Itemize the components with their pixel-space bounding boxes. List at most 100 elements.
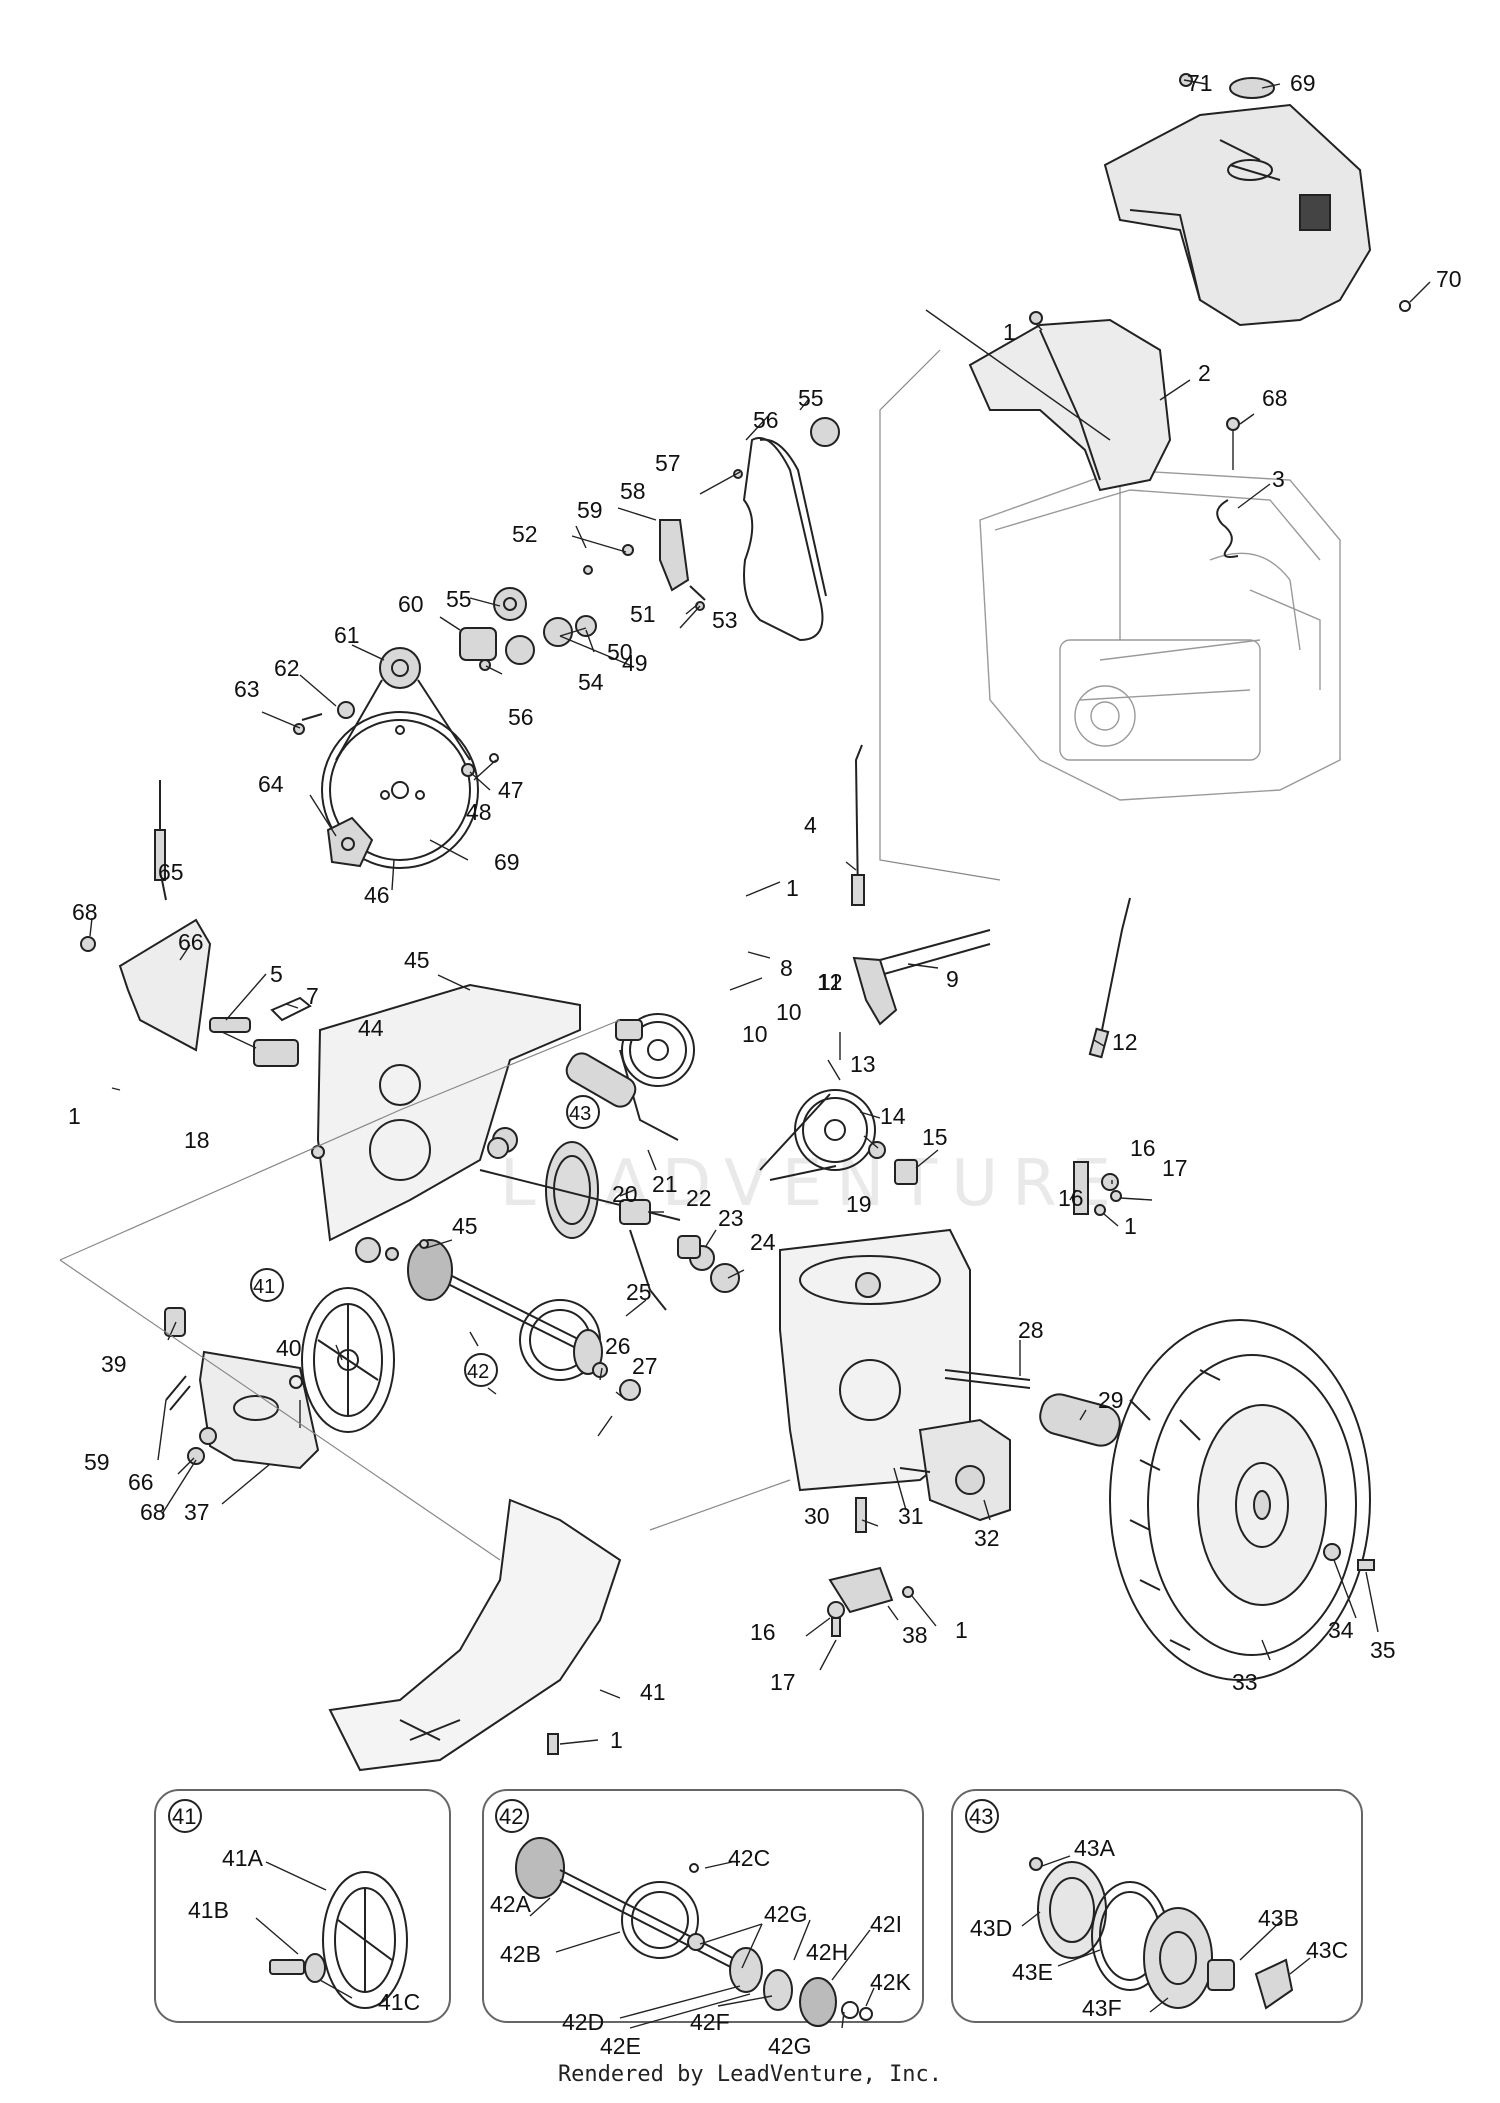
callout: 55 [446, 586, 472, 612]
callout: 68 [140, 1499, 166, 1525]
callout: 5 [270, 961, 283, 987]
callout: 30 [804, 1503, 830, 1529]
callout: 17 [1162, 1155, 1188, 1181]
callout: 10 [742, 1021, 768, 1047]
callout: 63 [234, 676, 260, 702]
inset-callout: 43B [1258, 1905, 1299, 1931]
callout: 16 [1058, 1185, 1084, 1211]
callout: 52 [512, 521, 538, 547]
left-control-bracket [80, 918, 312, 1067]
callout: 49 [622, 650, 648, 676]
inset-callout: 42K [870, 1969, 912, 1995]
main-callouts: 71 69 70 1 2 68 3 55 56 57 58 59 52 55 5… [68, 70, 1462, 1753]
callout: 60 [398, 591, 424, 617]
callout: 26 [605, 1333, 631, 1359]
inset-callout: 42F [690, 2009, 730, 2035]
badge-42: 42 [467, 1361, 489, 1383]
inset-callout: 41C [378, 1989, 420, 2015]
inset-41-badge: 41 [172, 1804, 196, 1829]
callout: 1 [68, 1103, 81, 1129]
inset-callout: 42G [768, 2033, 811, 2059]
callout: 71 [1187, 70, 1213, 96]
callout: 25 [626, 1279, 652, 1305]
badge-43: 43 [569, 1103, 591, 1125]
callout: 21 [652, 1171, 678, 1197]
inset-43-badge: 43 [969, 1804, 993, 1829]
callout: 20 [612, 1181, 638, 1207]
upper-bracket-15 [1073, 1161, 1122, 1216]
callout: 65 [158, 859, 184, 885]
callout: 10 [776, 999, 802, 1025]
callout: 12 [1112, 1029, 1138, 1055]
callout: 12 [817, 969, 843, 995]
tire-33 [1109, 1319, 1375, 1681]
callout: 29 [1098, 1387, 1124, 1413]
callout: 1 [610, 1727, 623, 1753]
main-badges: 41 42 43 [250, 1095, 600, 1387]
inset-callout: 42H [806, 1939, 848, 1965]
callout: 69 [494, 849, 520, 875]
idler-assembly [459, 417, 840, 671]
inset-callout: 42E [600, 2033, 641, 2059]
callout: 56 [508, 704, 534, 730]
inset-callout: 43C [1306, 1937, 1348, 1963]
sprocket-20 [615, 1013, 695, 1141]
belt [742, 437, 824, 642]
callout: 62 [274, 655, 300, 681]
engine-assembly [979, 440, 1341, 801]
callout: 19 [846, 1191, 872, 1217]
lower-bracket-37 [827, 1566, 914, 1637]
callout: 48 [466, 799, 492, 825]
callout: 37 [184, 1499, 210, 1525]
callout: 54 [578, 669, 604, 695]
callout: 22 [686, 1185, 712, 1211]
callout: 16 [750, 1619, 776, 1645]
callout: 69 [1290, 70, 1316, 96]
callout: 1 [955, 1617, 968, 1643]
inset-callout: 42G [764, 1901, 807, 1927]
callout: 7 [306, 983, 319, 1009]
callout: 16 [1130, 1135, 1156, 1161]
badge-41: 41 [253, 1276, 275, 1298]
inset-callout: 42B [500, 1941, 541, 1967]
callout: 8 [780, 955, 793, 981]
inset-callout: 41A [222, 1845, 264, 1871]
callout: 28 [1018, 1317, 1044, 1343]
inset-callout: 43A [1074, 1835, 1116, 1861]
inset-callout: 41B [188, 1897, 229, 1923]
callout: 66 [178, 929, 204, 955]
callout: 59 [84, 1449, 110, 1475]
callout: 56 [753, 407, 779, 433]
callout: 61 [334, 622, 360, 648]
callout: 44 [358, 1015, 384, 1041]
callout: 53 [712, 607, 738, 633]
callout: 1 [1124, 1213, 1137, 1239]
callout: 68 [72, 899, 98, 925]
callout: 45 [404, 947, 430, 973]
callout: 51 [630, 601, 656, 627]
inset-callout: 43F [1082, 1995, 1122, 2021]
callout: 64 [258, 771, 284, 797]
chute-base [328, 1498, 622, 1772]
callout: 23 [718, 1205, 744, 1231]
skid-bracket-36 [164, 1307, 320, 1470]
inset-callout: 42A [490, 1891, 532, 1917]
callout: 18 [184, 1127, 210, 1153]
inset-42-badge: 42 [499, 1804, 523, 1829]
callout: 9 [946, 966, 959, 992]
callout: 13 [850, 1051, 876, 1077]
callout: 4 [804, 812, 817, 838]
callout: 2 [1198, 360, 1211, 386]
axle-shaft-42 [355, 1237, 641, 1401]
callout: 70 [1436, 266, 1462, 292]
control-cables [154, 744, 1131, 1059]
callout: 58 [620, 478, 646, 504]
sprocket-12 [759, 1089, 918, 1185]
callout: 17 [770, 1669, 796, 1695]
callout: 24 [750, 1229, 776, 1255]
callout: 35 [1370, 1637, 1396, 1663]
inset-callout: 42I [870, 1911, 902, 1937]
callout: 40 [276, 1335, 302, 1361]
footer-credit: Rendered by LeadVenture, Inc. [557, 2062, 943, 2087]
callout: 50 [607, 639, 633, 665]
